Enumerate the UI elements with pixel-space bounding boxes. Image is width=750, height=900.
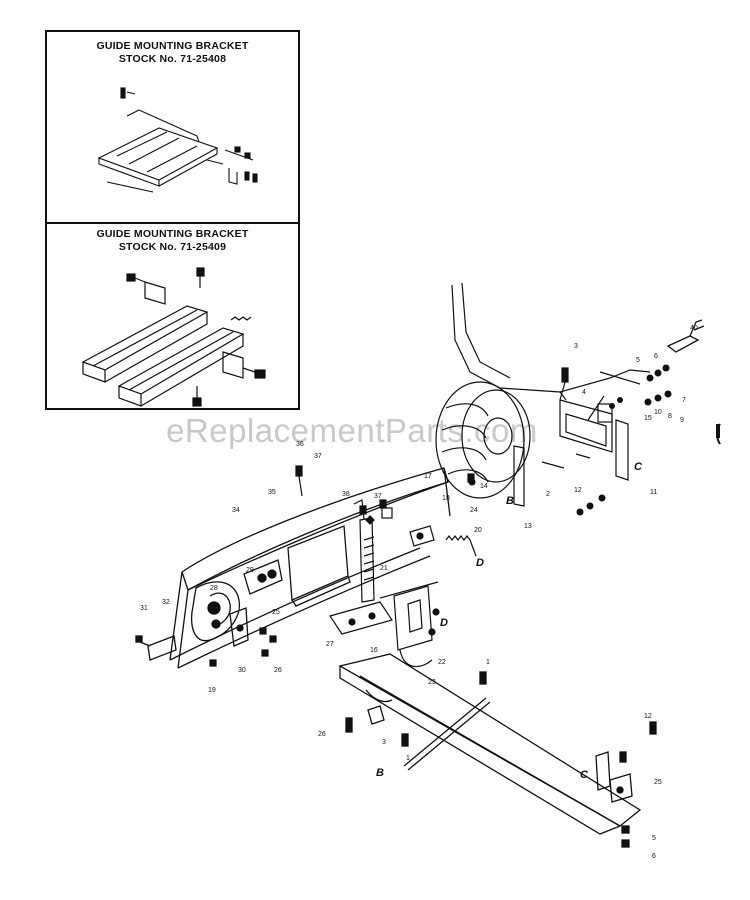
dozer-blade <box>135 467 451 669</box>
connection-letter: C <box>580 769 589 781</box>
bracket-25409-drawing <box>81 267 266 407</box>
inset-title: GUIDE MOUNTING BRACKET STOCK No. 71-2540… <box>47 40 298 66</box>
callout: 25 <box>654 779 662 786</box>
callout: 27 <box>326 641 334 648</box>
callout: 13 <box>524 523 532 530</box>
callout: 5 <box>652 835 656 842</box>
callout: 26 <box>318 731 326 738</box>
callout: 1 <box>486 659 490 666</box>
connection-letter: C <box>634 461 643 473</box>
callout: 16 <box>370 647 378 654</box>
callout: 3 <box>574 343 578 350</box>
callout: 37 <box>374 493 382 500</box>
inset-title-line2: STOCK No. 71-25409 <box>118 241 227 253</box>
callout: 8 <box>668 413 672 420</box>
callout: 34 <box>232 507 240 514</box>
connection-letter: D <box>440 617 448 629</box>
hitch-pin <box>666 319 705 353</box>
callout: 10 <box>654 409 662 416</box>
callout: 15 <box>644 415 652 422</box>
inset-bracket-25409: GUIDE MOUNTING BRACKET STOCK No. 71-2540… <box>47 222 298 410</box>
callout: 31 <box>140 605 148 612</box>
connection-letter: B <box>376 767 384 779</box>
callout-labels: 3 40 5 6 7 4 10 8 9 15 11 12 2 13 14 36 … <box>140 325 698 860</box>
tire <box>435 381 531 499</box>
callout: 20 <box>474 527 482 534</box>
callout: 35 <box>268 489 276 496</box>
mounting-bracket <box>513 367 629 507</box>
push-frame <box>338 653 657 848</box>
callout: 6 <box>654 353 658 360</box>
inset-title-line1: GUIDE MOUNTING BRACKET <box>96 228 249 240</box>
inset-title-line2: STOCK No. 71-25408 <box>118 53 227 65</box>
callout: 4 <box>582 389 586 396</box>
edge-mark <box>716 423 721 445</box>
connection-letter: D <box>476 557 484 569</box>
callout: 29 <box>246 567 254 574</box>
callout: 1 <box>406 755 410 762</box>
callout: 12 <box>644 713 652 720</box>
inset-bracket-25408: GUIDE MOUNTING BRACKET STOCK No. 71-2540… <box>47 32 298 224</box>
callout: 14 <box>480 483 488 490</box>
callout: 9 <box>680 417 684 424</box>
connection-letter: B <box>506 495 514 507</box>
callout: 37 <box>314 453 322 460</box>
callout: 18 <box>442 495 450 502</box>
callout: 5 <box>636 357 640 364</box>
callout: 3 <box>382 739 386 746</box>
callout: 24 <box>470 507 478 514</box>
connection-letters: B C D D B C <box>376 461 643 781</box>
watermark: eReplacementParts.com <box>166 412 538 449</box>
inset-title-line1: GUIDE MOUNTING BRACKET <box>96 40 249 52</box>
callout: 19 <box>208 687 216 694</box>
callout: 28 <box>210 585 218 592</box>
callout: 17 <box>424 473 432 480</box>
callout: 6 <box>652 853 656 860</box>
callout: 12 <box>574 487 582 494</box>
callout: 2 <box>546 491 550 498</box>
callout: 22 <box>438 659 446 666</box>
callout: 40 <box>690 325 698 332</box>
callout: 38 <box>342 491 350 498</box>
callout: 32 <box>162 599 170 606</box>
callout: 11 <box>650 489 657 496</box>
inset-box: GUIDE MOUNTING BRACKET STOCK No. 71-2540… <box>45 30 300 410</box>
bracket-25408-drawing <box>97 87 258 193</box>
callout: 21 <box>380 565 388 572</box>
inset-title: GUIDE MOUNTING BRACKET STOCK No. 71-2540… <box>47 228 298 254</box>
hardware-upper-right <box>468 364 720 516</box>
callout: 25 <box>272 609 280 616</box>
callout: 23 <box>428 679 436 686</box>
callout: 30 <box>238 667 246 674</box>
lift-assembly <box>209 465 477 668</box>
callout: 26 <box>274 667 282 674</box>
callout: 7 <box>682 397 686 404</box>
tractor-frame <box>451 282 651 401</box>
callout: 36 <box>296 441 304 448</box>
